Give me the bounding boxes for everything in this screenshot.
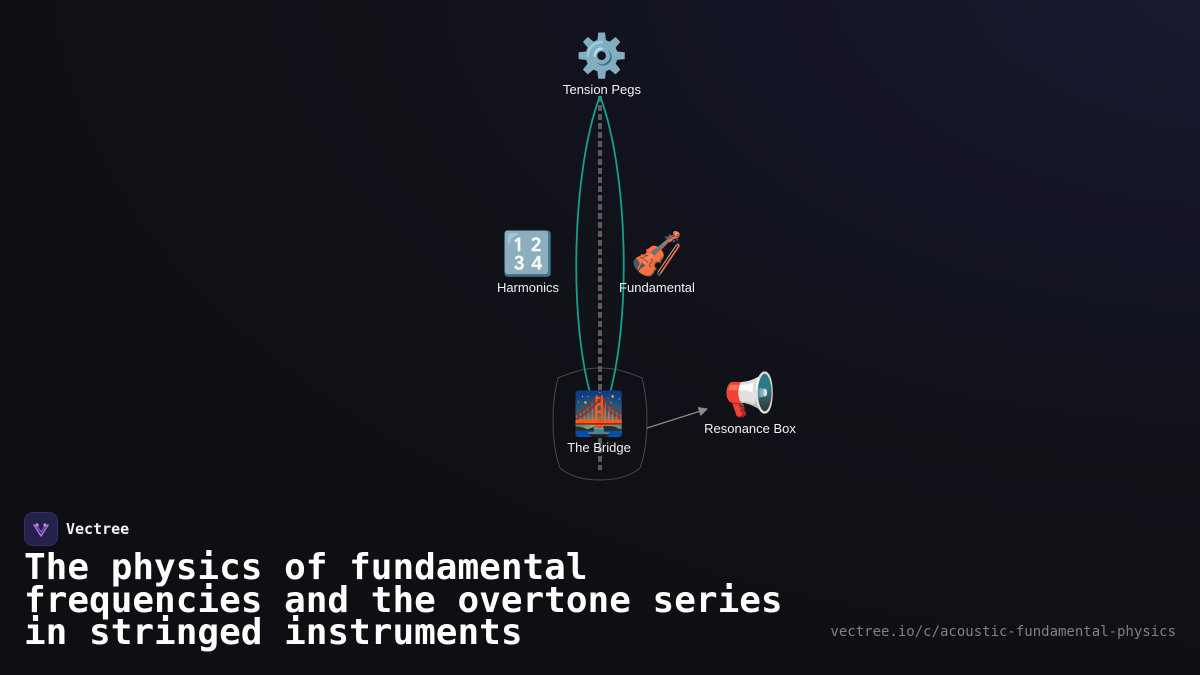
source-url: vectree.io/c/acoustic-fundamental-physic… (830, 624, 1176, 640)
node-tension-pegs: ⚙️ Tension Pegs (532, 30, 672, 98)
node-the-bridge: 🌉 The Bridge (529, 388, 669, 456)
wave-envelope-left (575, 95, 601, 401)
brand-name: Vectree (66, 520, 130, 538)
wave-envelope-right (599, 95, 625, 401)
page-title: The physics of fundamental frequencies a… (24, 547, 783, 653)
node-fundamental: 🎻 Fundamental (587, 228, 727, 296)
violin-icon: 🎻 (630, 229, 684, 278)
numbers-icon: 🔢 (501, 229, 555, 278)
node-label-resonance-box: Resonance Box (704, 421, 796, 436)
node-label-fundamental: Fundamental (619, 280, 695, 295)
loudspeaker-icon: 📢 (723, 370, 777, 419)
node-label-tension-pegs: Tension Pegs (562, 82, 642, 97)
bridge-icon: 🌉 (572, 389, 626, 438)
node-resonance-box: 📢 Resonance Box (680, 369, 820, 437)
node-label-harmonics: Harmonics (496, 280, 560, 295)
vectree-logo-icon (24, 512, 58, 546)
gear-icon: ⚙️ (575, 31, 629, 80)
brand: Vectree (24, 512, 129, 546)
bridge-to-resonance-arrow (646, 406, 709, 429)
node-label-the-bridge: The Bridge (567, 440, 631, 455)
bridge-outline (552, 367, 648, 481)
node-harmonics: 🔢 Harmonics (458, 228, 598, 296)
